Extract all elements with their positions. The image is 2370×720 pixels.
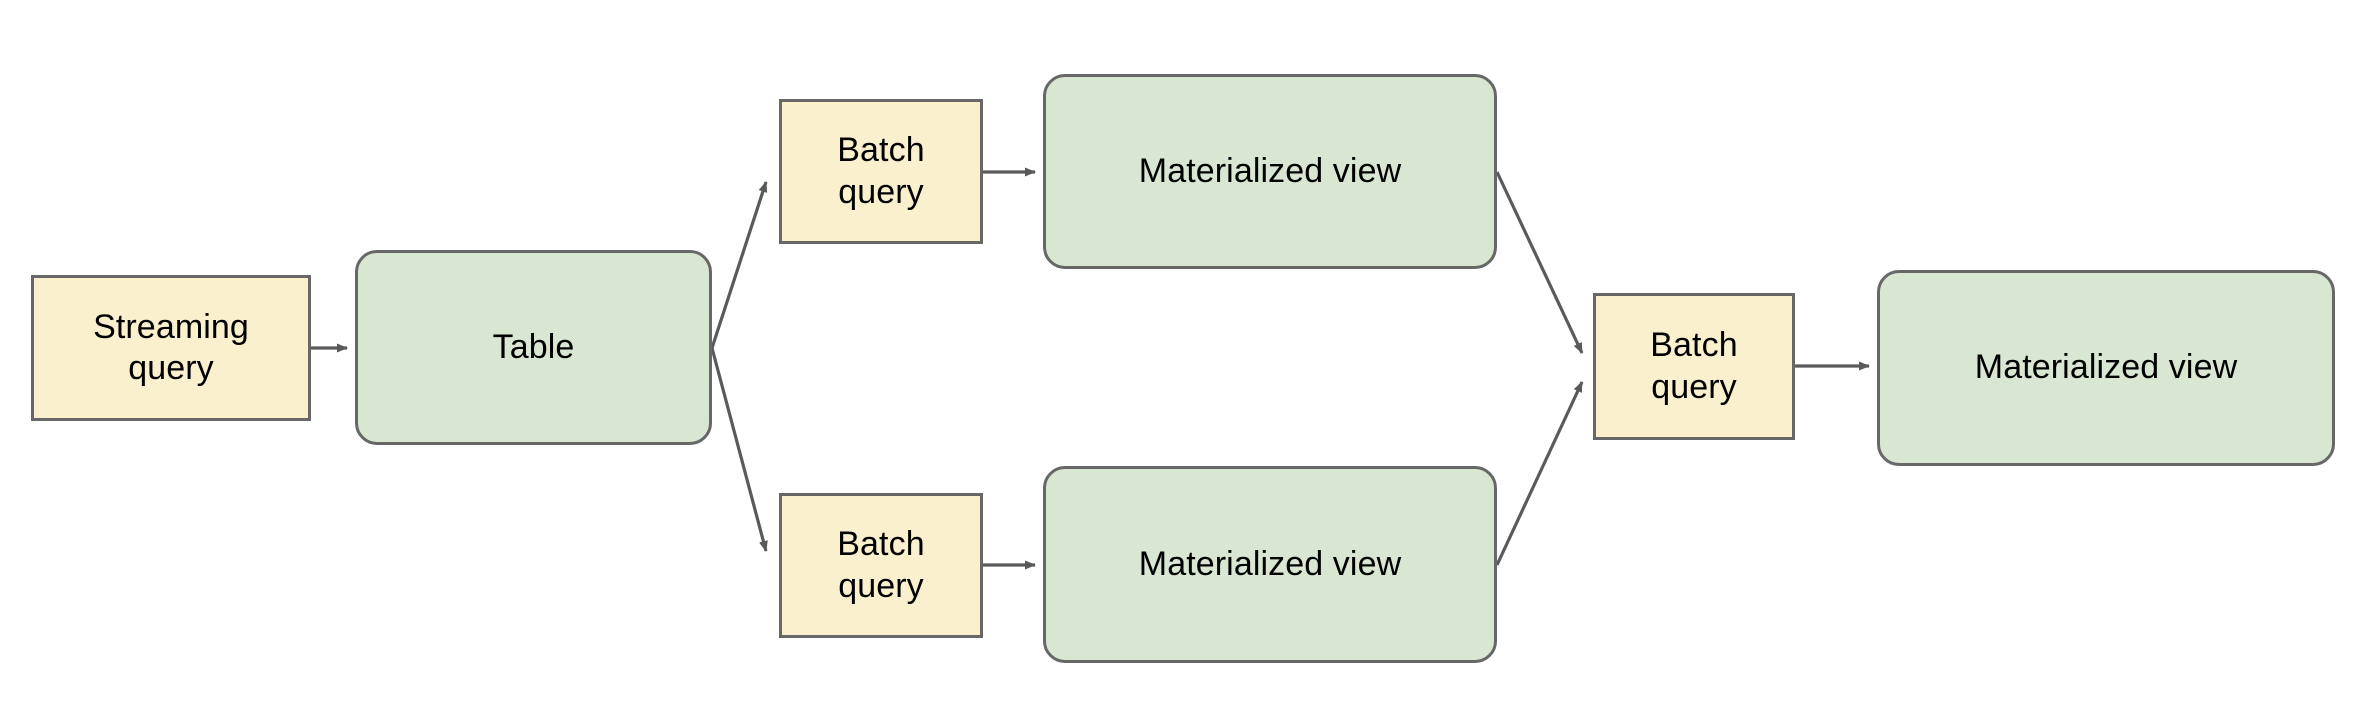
node-materialized-view-bottom[interactable]: Materialized view (1043, 466, 1497, 663)
node-materialized-view-final[interactable]: Materialized view (1877, 270, 2335, 466)
node-label: Batch query (837, 525, 925, 605)
node-label: Materialized view (1138, 151, 1402, 190)
node-label: Materialized view (1138, 544, 1402, 583)
node-streaming-query[interactable]: Streaming query (31, 275, 311, 421)
node-materialized-view-top[interactable]: Materialized view (1043, 74, 1497, 269)
node-batch-query-bottom[interactable]: Batch query (779, 493, 983, 638)
node-batch-query-merge[interactable]: Batch query (1593, 293, 1795, 440)
node-label: Batch query (1650, 326, 1738, 406)
node-label: Table (492, 327, 575, 366)
node-label: Batch query (837, 131, 925, 211)
node-label: Streaming query (93, 307, 249, 387)
node-batch-query-top[interactable]: Batch query (779, 99, 983, 244)
node-label: Materialized view (1974, 348, 2238, 387)
edge-mv-bottom-to-batch-merge (1495, 381, 1584, 566)
edge-mv-top-to-batch-merge (1495, 171, 1584, 354)
edge-table-to-batch-bottom (710, 347, 768, 552)
edge-table-to-batch-top (710, 181, 768, 349)
node-table[interactable]: Table (355, 250, 712, 445)
